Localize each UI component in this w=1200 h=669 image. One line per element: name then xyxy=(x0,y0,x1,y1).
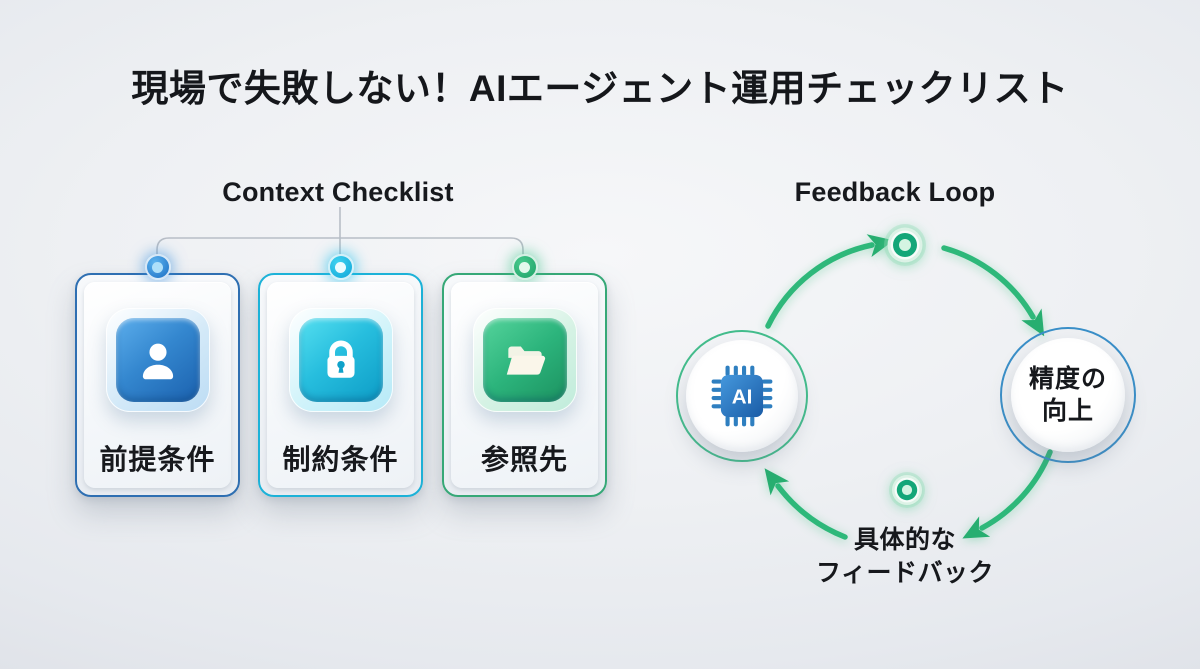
ai-node: AI xyxy=(676,330,808,462)
ai-node-disc: AI xyxy=(686,340,798,452)
card-inner-panel: 参照先 xyxy=(451,282,598,488)
ai-chip-label: AI xyxy=(732,386,753,409)
loop-arrow-top-to-accuracy xyxy=(941,245,1045,337)
page-title: 現場で失敗しない！AIエージェント運用チェックリスト xyxy=(131,68,1069,109)
feedback-label: 具体的な フィードバック xyxy=(815,526,994,587)
card-prerequisites: 前提条件 xyxy=(75,254,240,497)
card-pin-dot xyxy=(144,254,171,280)
feedback-loop-heading: Feedback Loop xyxy=(794,177,996,207)
icon-tile xyxy=(472,308,577,412)
card-pin-dot-core xyxy=(519,261,530,273)
card-pin-dot-core xyxy=(152,261,163,273)
accuracy-label: 精度の 向上 xyxy=(1028,365,1107,425)
card-label: 参照先 xyxy=(480,444,568,475)
user-icon xyxy=(142,343,173,380)
card-inner-panel: 前提条件 xyxy=(84,282,231,488)
folder-icon xyxy=(506,346,545,375)
icon-tile-core xyxy=(482,318,567,402)
loop-arrow-ai-to-top xyxy=(765,234,894,329)
lock-icon xyxy=(326,340,355,378)
card-pin-dot xyxy=(511,254,538,280)
card-label: 制約条件 xyxy=(282,444,399,475)
accuracy-node-disc: 精度の 向上 xyxy=(1011,338,1125,452)
card-label: 前提条件 xyxy=(99,444,216,475)
accuracy-node: 精度の 向上 xyxy=(1000,327,1136,463)
loop-node-bottom xyxy=(889,472,925,508)
icon-tile xyxy=(105,308,210,412)
context-checklist-heading: Context Checklist xyxy=(222,177,454,207)
icon-tile-core xyxy=(115,318,200,402)
ai-chip-icon: AI xyxy=(711,365,773,427)
card-references: 参照先 xyxy=(442,254,607,497)
loop-node-top xyxy=(884,224,926,266)
icon-tile xyxy=(288,308,393,412)
card-pin-dot-core xyxy=(335,261,346,273)
connector-lines xyxy=(156,207,524,261)
card-constraints: 制約条件 xyxy=(258,254,423,497)
card-pin-dot xyxy=(327,254,354,280)
icon-tile-core xyxy=(298,318,383,402)
loop-arrow-accuracy-to-bottom xyxy=(962,449,1053,539)
card-inner-panel: 制約条件 xyxy=(267,282,414,488)
